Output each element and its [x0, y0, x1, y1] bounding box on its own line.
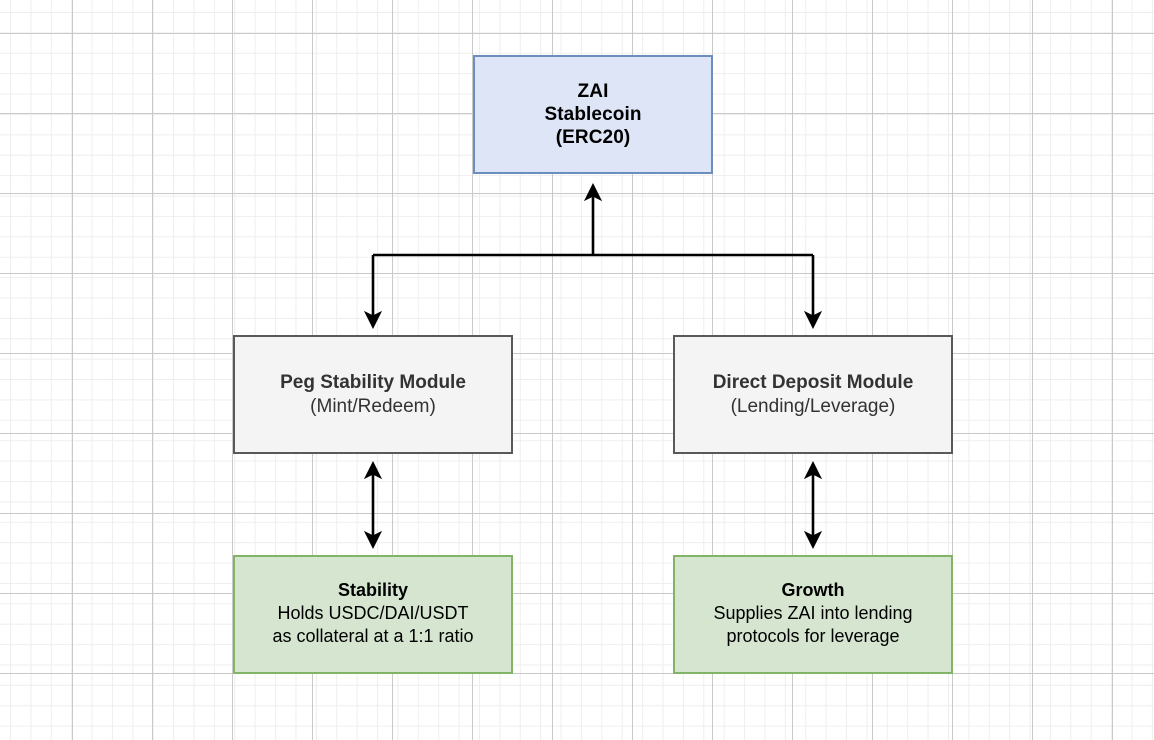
node-stability-line1: Holds USDC/DAI/USDT — [277, 603, 469, 624]
node-zai-stablecoin[interactable]: ZAI Stablecoin (ERC20) — [473, 55, 713, 174]
connector-zai-branch — [363, 182, 823, 330]
node-stability-line2: as collateral at a 1:1 ratio — [272, 626, 474, 647]
node-ddm-title: Direct Deposit Module — [712, 371, 914, 393]
node-psm-subtitle: (Mint/Redeem) — [310, 396, 436, 417]
node-ddm-subtitle: (Lending/Leverage) — [730, 396, 896, 417]
node-zai-line1: ZAI — [577, 80, 609, 102]
node-growth-line1: Supplies ZAI into lending — [713, 603, 913, 624]
node-psm-title: Peg Stability Module — [280, 371, 466, 393]
node-stability-title: Stability — [337, 580, 408, 601]
node-growth[interactable]: Growth Supplies ZAI into lending protoco… — [673, 555, 953, 674]
node-zai-line3: (ERC20) — [555, 127, 631, 149]
node-zai-line2: Stablecoin — [544, 103, 642, 125]
node-growth-line2: protocols for leverage — [726, 626, 900, 647]
node-direct-deposit-module[interactable]: Direct Deposit Module (Lending/Leverage) — [673, 335, 953, 454]
node-stability[interactable]: Stability Holds USDC/DAI/USDT as collate… — [233, 555, 513, 674]
node-growth-title: Growth — [781, 580, 845, 601]
node-peg-stability-module[interactable]: Peg Stability Module (Mint/Redeem) — [233, 335, 513, 454]
